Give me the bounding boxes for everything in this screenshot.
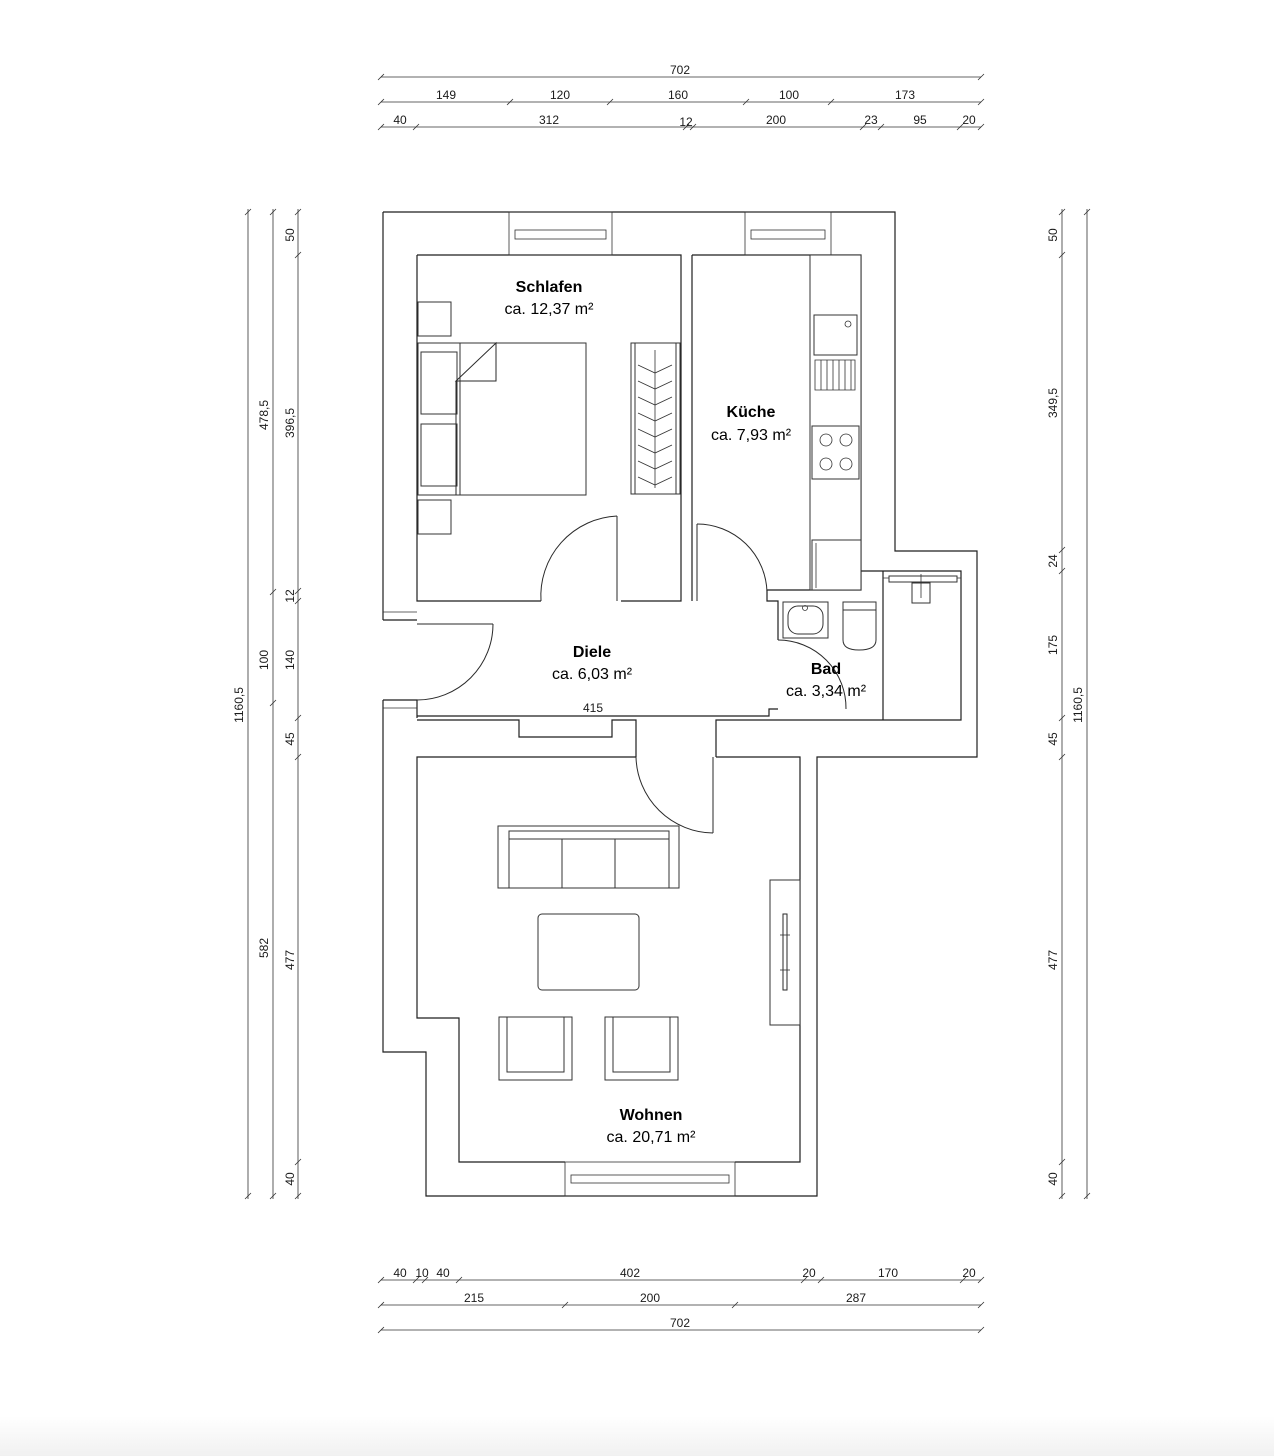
- dim-top-2e: 173: [895, 88, 915, 102]
- dim-right-in-e: 45: [1046, 732, 1060, 746]
- room-area-kueche: ca. 7,93 m²: [711, 427, 792, 444]
- dim-top-2d: 100: [779, 88, 799, 102]
- dim-left-mid-c: 582: [257, 938, 271, 958]
- room-area-diele: ca. 6,03 m²: [552, 666, 633, 683]
- dim-bottom-2b: 200: [640, 1291, 660, 1305]
- dim-bottom-1g: 20: [962, 1266, 976, 1280]
- room-name-schlafen: Schlafen: [516, 279, 583, 296]
- dim-top-total: 702: [670, 63, 690, 77]
- dim-top-3b: 312: [539, 113, 559, 127]
- dim-top-3d: 200: [766, 113, 786, 127]
- dim-bottom-1d: 402: [620, 1266, 640, 1280]
- nightstand-bottom: [417, 499, 452, 535]
- dim-bottom-2c: 287: [846, 1291, 866, 1305]
- dim-hall-width: 415: [583, 701, 603, 715]
- room-area-bad: ca. 3,34 m²: [786, 683, 867, 700]
- dim-top-3c: 12: [679, 115, 693, 129]
- dimension-ticks: [244, 73, 1091, 1334]
- windows: [383, 211, 832, 1197]
- dim-left-total: 1160,5: [232, 687, 246, 723]
- room-area-wohnen: ca. 20,71 m²: [607, 1129, 697, 1146]
- dim-top-2c: 160: [668, 88, 688, 102]
- dimension-lines: [247, 76, 1088, 1331]
- dim-top-3g: 20: [962, 113, 976, 127]
- dim-top-3e: 23: [864, 113, 878, 127]
- dim-left-in-c: 12: [283, 589, 297, 603]
- dim-left-in-f: 477: [283, 950, 297, 970]
- bed: [417, 341, 587, 496]
- wardrobe: [630, 342, 681, 495]
- dim-left-in-e: 45: [283, 732, 297, 746]
- dim-right-total: 1160,5: [1071, 687, 1085, 723]
- room-name-kueche: Küche: [727, 404, 776, 421]
- dim-right-in-d: 175: [1046, 635, 1060, 655]
- armchair-right: [604, 1016, 679, 1081]
- bathroom-fixtures: [782, 574, 961, 651]
- dim-top-2a: 149: [436, 88, 456, 102]
- outer-walls: [382, 211, 978, 1197]
- dim-right-in-a: 50: [1046, 228, 1060, 242]
- dim-right-in-c: 24: [1046, 554, 1060, 568]
- armchair-left: [498, 1016, 573, 1081]
- room-name-bad: Bad: [811, 661, 841, 678]
- dim-left-mid-b: 100: [257, 650, 271, 670]
- dim-left-mid-a: 478,5: [257, 400, 271, 430]
- dim-left-in-b: 396,5: [283, 408, 297, 438]
- dim-left-in-a: 50: [283, 228, 297, 242]
- dim-bottom-total: 702: [670, 1316, 690, 1330]
- dim-right-in-g: 40: [1046, 1172, 1060, 1186]
- dim-left-in-g: 40: [283, 1172, 297, 1186]
- room-name-wohnen: Wohnen: [620, 1107, 683, 1124]
- nightstand-top: [417, 301, 452, 337]
- dim-top-3a: 40: [393, 113, 407, 127]
- dim-left-in-d: 140: [283, 650, 297, 670]
- room-area-schlafen: ca. 12,37 m²: [505, 301, 595, 318]
- bottom-fade: [0, 1416, 1274, 1456]
- dim-bottom-1c: 40: [436, 1266, 450, 1280]
- dim-right-in-b: 349,5: [1046, 388, 1060, 418]
- room-name-diele: Diele: [573, 644, 611, 661]
- sofa: [497, 825, 680, 889]
- doors: [416, 515, 847, 834]
- dim-bottom-1f: 170: [878, 1266, 898, 1280]
- dim-bottom-2a: 215: [464, 1291, 484, 1305]
- coffee-table: [537, 913, 640, 991]
- dim-right-in-f: 477: [1046, 950, 1060, 970]
- dim-bottom-1b: 10: [415, 1266, 429, 1280]
- kitchen-counter: [809, 254, 862, 591]
- dim-bottom-1e: 20: [802, 1266, 816, 1280]
- dim-top-3f: 95: [913, 113, 927, 127]
- tv-unit: [769, 879, 801, 1026]
- dim-top-2b: 120: [550, 88, 570, 102]
- dim-bottom-1a: 40: [393, 1266, 407, 1280]
